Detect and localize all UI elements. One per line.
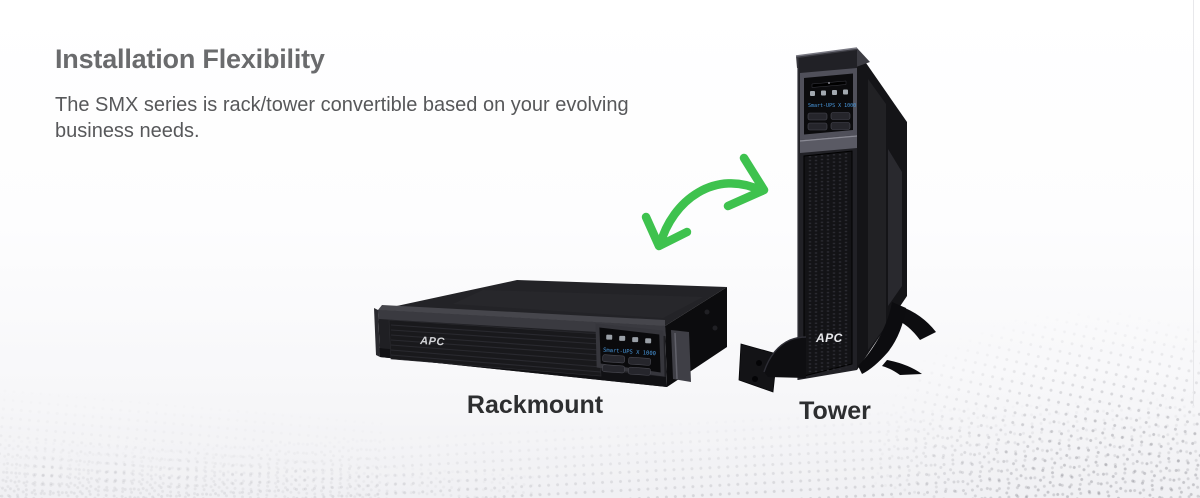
rackmount-ups-graphic: APC Smart-UPS X 1000 [374, 280, 778, 393]
apc-logo-rackmount: APC [419, 335, 446, 348]
rackmount-ups-image: APC Smart-UPS X 1000 [363, 260, 783, 405]
page-title: Installation Flexibility [55, 44, 325, 74]
page-subtitle: The SMX series is rack/tower convertible… [55, 94, 629, 142]
tower-ups-graphic: Smart-UPS X 1000 APC [763, 47, 936, 380]
tower-lcd-text: Smart-UPS X 1000 [808, 103, 856, 109]
rackmount-label: Rackmount [466, 391, 604, 419]
halftone-corner-left [0, 355, 386, 498]
rackmount-lcd-text: Smart-UPS X 1000 [603, 348, 656, 358]
tower-label: Tower [799, 397, 871, 425]
apc-logo-tower: APC [815, 331, 843, 345]
tower-ups-image: Smart-UPS X 1000 APC [750, 34, 972, 384]
convert-arrow-icon [640, 152, 780, 267]
right-edge-divider [1193, 0, 1194, 406]
rackmount-display-panel: Smart-UPS X 1000 [595, 323, 665, 377]
tower-display-panel: Smart-UPS X 1000 [800, 68, 857, 140]
